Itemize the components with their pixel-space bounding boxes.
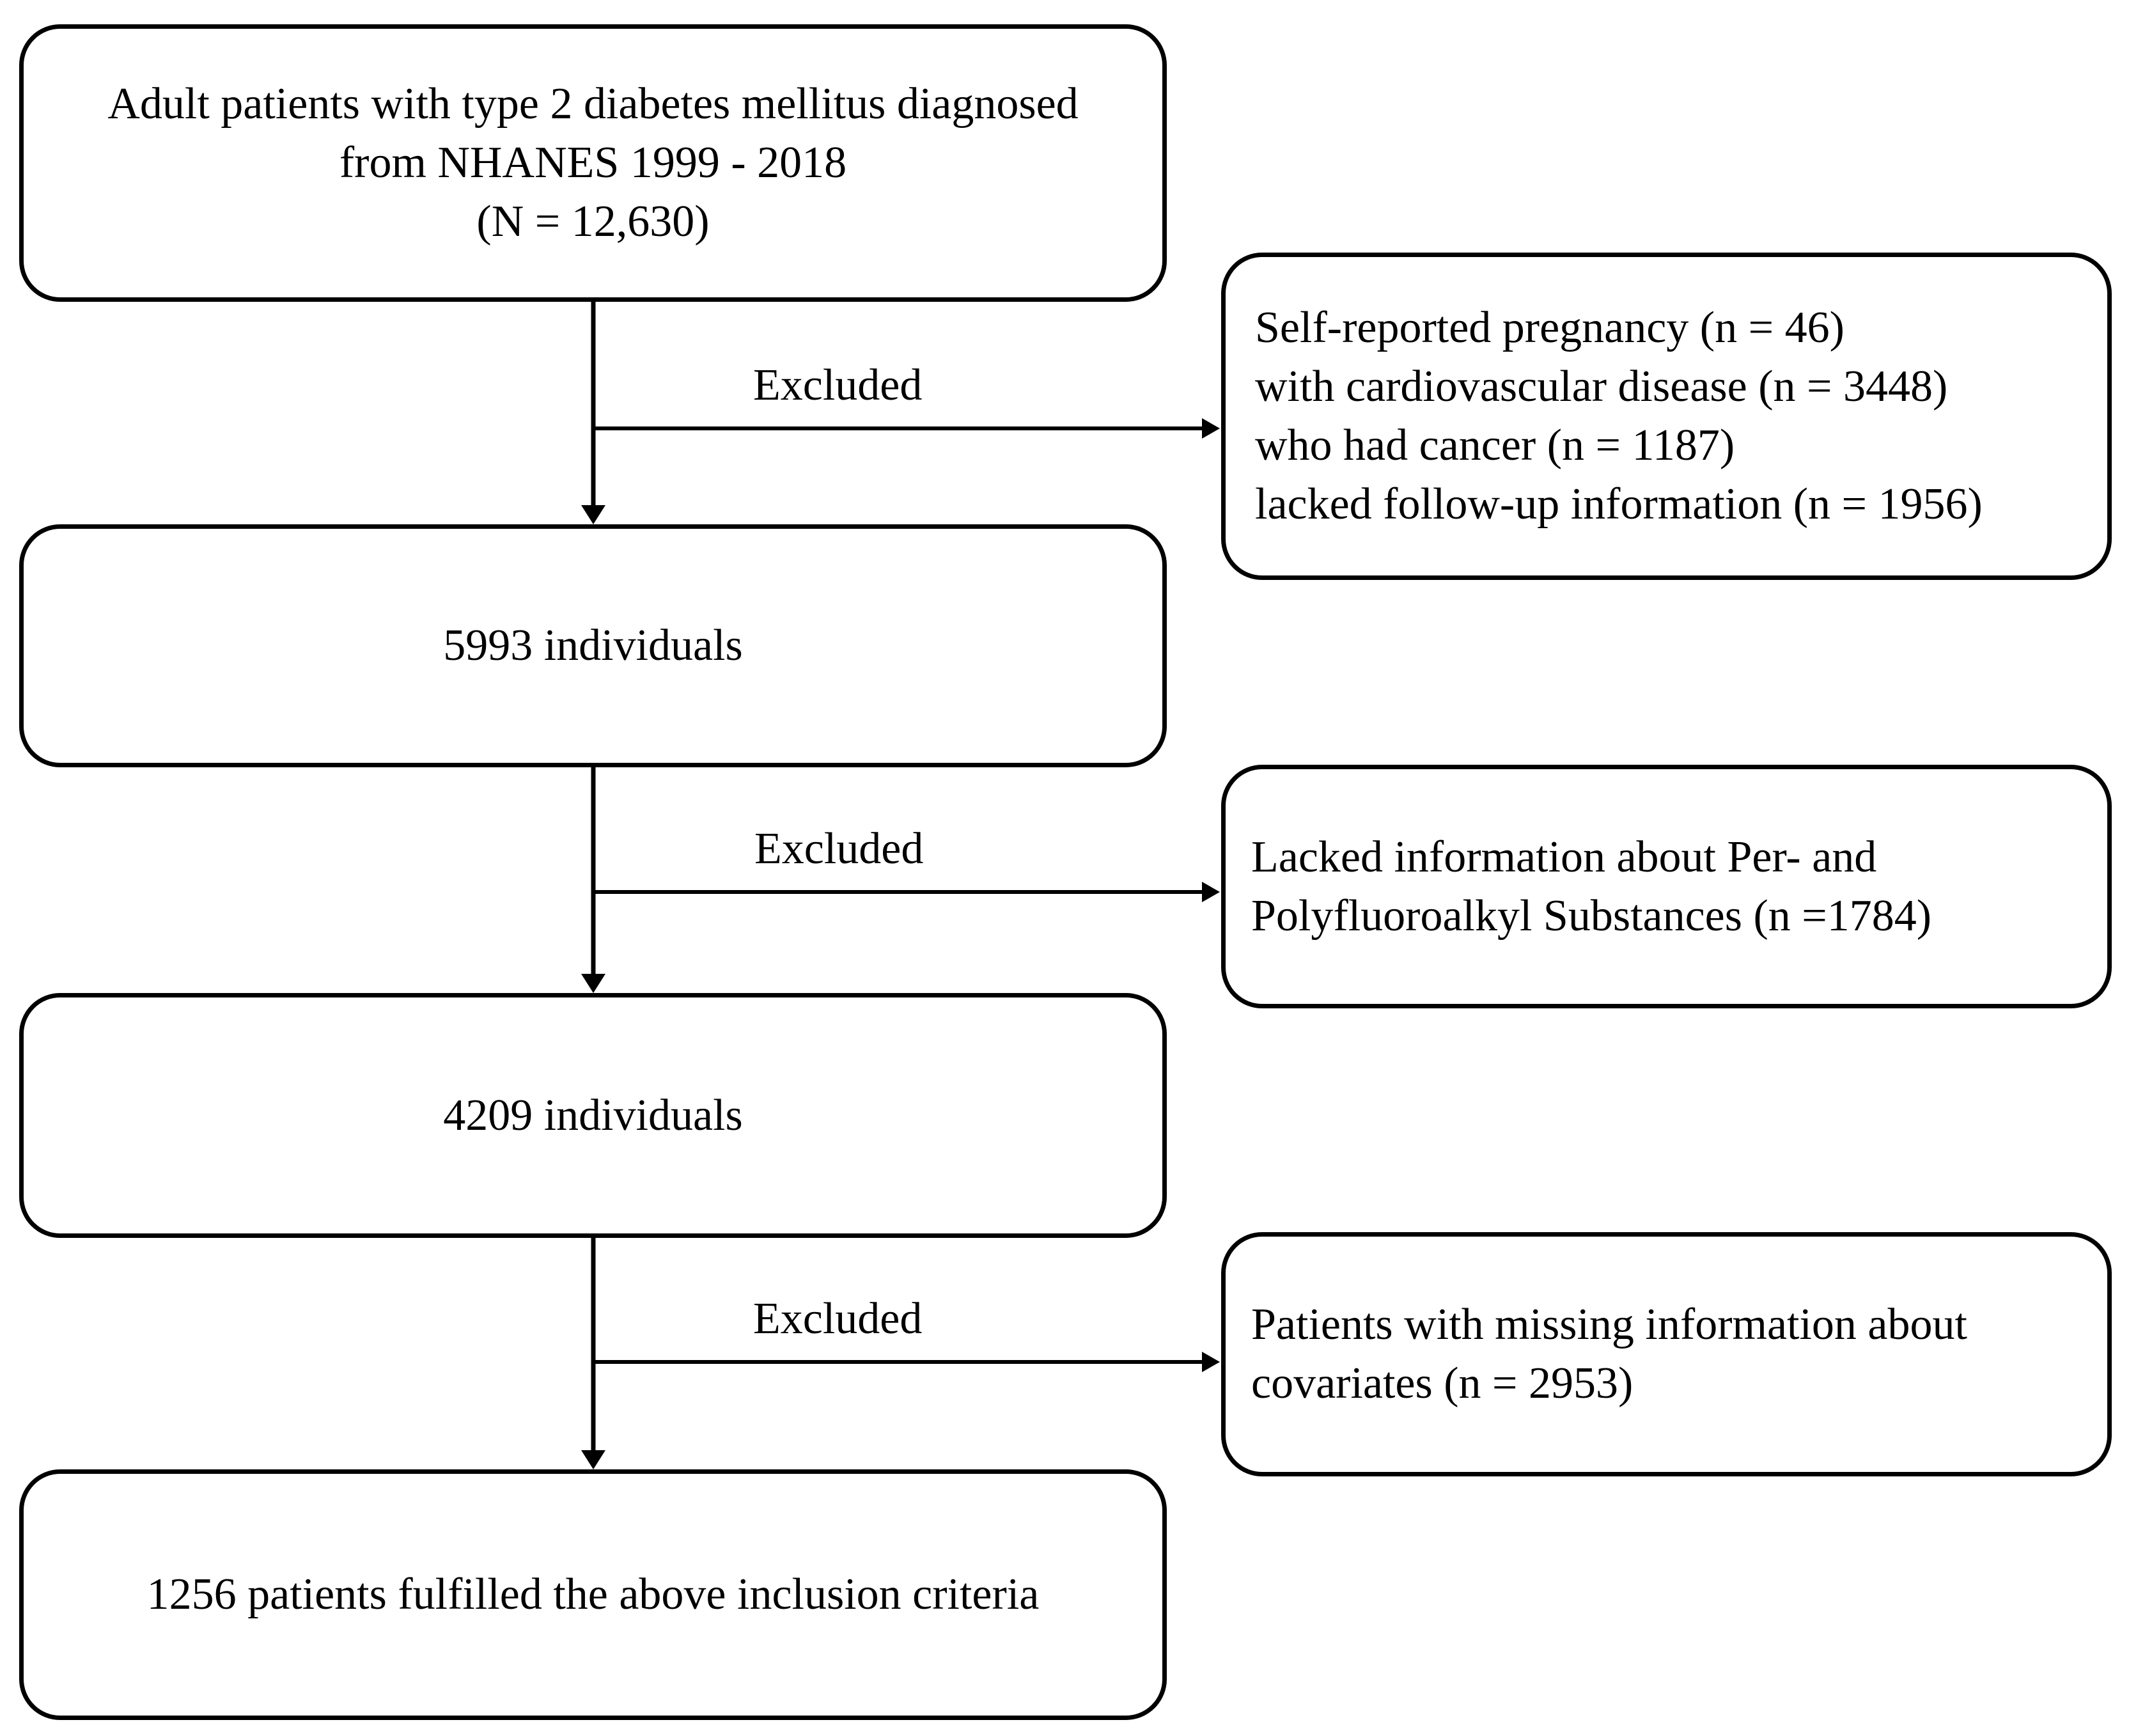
step2-text: 5993 individuals	[443, 621, 743, 670]
excluded-label-3: Excluded	[753, 1294, 923, 1343]
horizontal-arrow-1	[593, 418, 1220, 439]
excluded-label-2: Excluded	[754, 824, 924, 873]
horizontal-arrow-3	[593, 1352, 1220, 1372]
start-line-2: from NHANES 1999 - 2018	[339, 138, 847, 187]
vertical-arrow-1	[581, 302, 605, 524]
start-line-3: (N = 12,630)	[476, 197, 710, 246]
final-text: 1256 patients fulfilled the above inclus…	[146, 1570, 1040, 1619]
exclusion-box-3: Patients with missing information about …	[1221, 1232, 2112, 1476]
excluded-label-1: Excluded	[753, 361, 923, 410]
exclusion-3-line-2: covariates (n = 2953)	[1251, 1359, 1634, 1408]
start-line-1: Adult patients with type 2 diabetes mell…	[107, 79, 1079, 129]
exclusion-1-line-4: lacked follow-up information (n = 1956)	[1255, 480, 1983, 529]
final-box: 1256 patients fulfilled the above inclus…	[19, 1469, 1167, 1720]
step3-text: 4209 individuals	[443, 1090, 743, 1140]
vertical-arrow-2	[581, 767, 605, 993]
step3-box: 4209 individuals	[19, 993, 1167, 1238]
exclusion-1-line-3: who had cancer (n = 1187)	[1255, 421, 1735, 470]
exclusion-box-1: Self-reported pregnancy (n = 46) with ca…	[1221, 253, 2112, 580]
vertical-arrow-3	[581, 1238, 605, 1469]
exclusion-1-line-1: Self-reported pregnancy (n = 46)	[1255, 303, 1844, 352]
exclusion-2-line-1: Lacked information about Per- and	[1251, 832, 1877, 882]
exclusion-2-line-2: Polyfluoroalkyl Substances (n =1784)	[1251, 891, 1932, 941]
horizontal-arrow-2	[593, 882, 1220, 902]
exclusion-1-line-2: with cardiovascular disease (n = 3448)	[1255, 362, 1948, 411]
exclusion-box-2: Lacked information about Per- and Polyfl…	[1221, 765, 2112, 1008]
start-box: Adult patients with type 2 diabetes mell…	[19, 24, 1167, 302]
exclusion-3-line-1: Patients with missing information about	[1251, 1300, 1967, 1349]
step2-box: 5993 individuals	[19, 524, 1167, 767]
